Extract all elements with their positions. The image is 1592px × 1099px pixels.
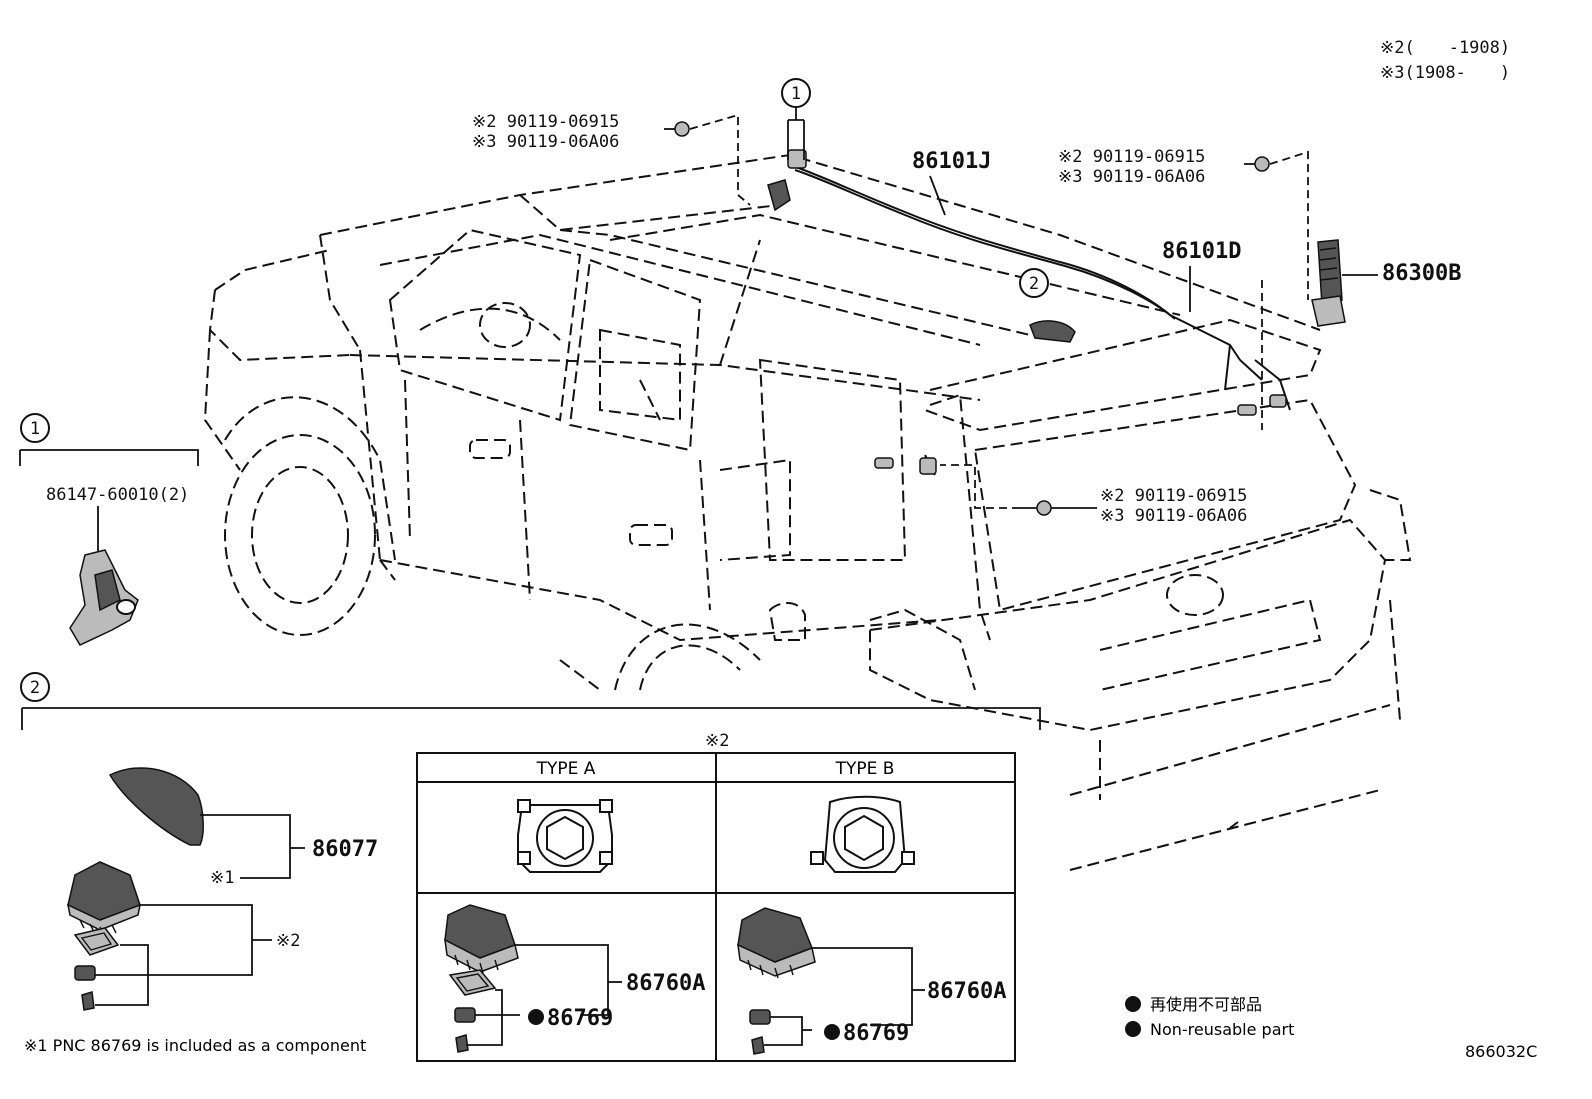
bolt-a-part-3: ※3 90119-06A06 [472, 132, 619, 152]
svg-text:2: 2 [30, 678, 40, 698]
cover-86077-label: 86077 [312, 837, 378, 862]
bolt-c-part-3: ※3 90119-06A06 [1100, 506, 1247, 526]
legend-bullet-en [1125, 1021, 1141, 1037]
antenna-a-label: 86760A [626, 971, 705, 996]
bolt-b-part-2: ※2 90119-06915 [1058, 147, 1205, 167]
bolt-c [940, 464, 1097, 516]
cable-86101d-label: 86101D [1162, 239, 1241, 264]
svg-text:1: 1 [791, 84, 801, 104]
bolt-a-part-2: ※2 90119-06915 [472, 112, 619, 132]
type-table [416, 752, 1016, 1062]
legend-bullet-jp [1125, 996, 1141, 1012]
amplifier-part-86300b [1311, 239, 1346, 327]
bracket-part-label: 86147-60010(2) [46, 485, 189, 505]
bolt-a [664, 113, 751, 206]
mark-1: ※1 [210, 868, 234, 888]
bolt-b [1244, 150, 1309, 430]
callout-2-roof: 2 [1019, 268, 1049, 298]
type-a-nut [517, 799, 613, 873]
legend-top-line2: ※3(1908- ) [1380, 63, 1510, 83]
bolt-b-part-3: ※3 90119-06A06 [1058, 167, 1205, 187]
legend-top-line1: ※2( -1908) [1380, 38, 1510, 58]
svg-text:2: 2 [1029, 274, 1039, 294]
type-b-nut [810, 795, 915, 873]
callout-1-detail: 1 [19, 413, 199, 466]
clip-a-label: 86769 [547, 1006, 613, 1031]
callout-2-detail: 2 [20, 672, 1041, 730]
type-a-header: TYPE A [536, 759, 596, 779]
vehicle-outline [203, 153, 1412, 871]
legend-non-reusable-en: Non-reusable part [1150, 1020, 1294, 1039]
roof-shark-fin-antenna [1029, 320, 1076, 343]
antenna-base-group [66, 861, 272, 1011]
legend-non-reusable-jp: 再使用不可部品 [1150, 995, 1262, 1014]
bolt-c-part-2: ※2 90119-06915 [1100, 486, 1247, 506]
antenna-cables [767, 149, 1291, 476]
mark-2: ※2 [276, 931, 300, 951]
bracket-part-86147 [69, 506, 139, 646]
footnote: ※1 PNC 86769 is included as a component [24, 1036, 366, 1055]
callout-1-roof: 1 [781, 78, 811, 160]
clip-b-label: 86769 [843, 1021, 909, 1046]
type-a-antenna-86760a [444, 904, 622, 1053]
antenna-b-label: 86760A [927, 979, 1006, 1004]
antenna-cover-part-86077 [108, 767, 305, 879]
amp-86300b-label: 86300B [1382, 261, 1461, 286]
svg-text:1: 1 [30, 419, 40, 439]
cable-86101j-label: 86101J [912, 149, 991, 174]
type-b-header: TYPE B [835, 759, 895, 779]
mark-table: ※2 [705, 731, 729, 751]
type-b-antenna-86760a [737, 907, 925, 1055]
diagram-id: 866032C [1465, 1042, 1537, 1061]
